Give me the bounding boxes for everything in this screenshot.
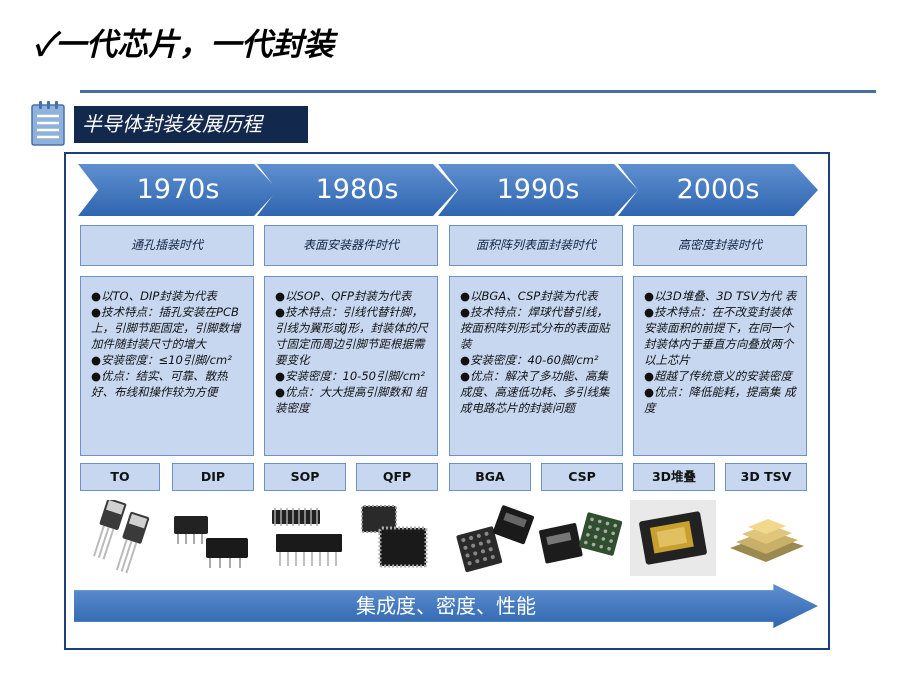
era-label-1990s: 面积阵列表面封装时代 bbox=[449, 225, 623, 266]
tag-qfp: QFP bbox=[356, 463, 438, 491]
tag-sop: SOP bbox=[264, 463, 346, 491]
era-chevron-2000s: 2000s bbox=[618, 164, 818, 216]
era-description-1970s: ●以TO、DIP封装为代表 ●技术特点：插孔安装在PCB上，引脚节距固定，引脚数… bbox=[80, 276, 254, 456]
era-point: ●以TO、DIP封装为代表 bbox=[91, 289, 217, 303]
bga-package-image bbox=[456, 505, 534, 573]
era-description-1990s: ●以BGA、CSP封装为代表 ●技术特点：焊球代替引线，按面积阵列形式分布的表面… bbox=[449, 276, 623, 456]
era-point: ●安装密度：10-50引脚/cm² bbox=[275, 369, 425, 383]
era-point: ●技术特点：插孔安装在PCB上，引脚节距固定，引脚数增加件随封装尺寸的增大 bbox=[91, 305, 241, 351]
era-point: ●以SOP、QFP封装为代表 bbox=[275, 289, 412, 303]
csp-package-image bbox=[539, 512, 622, 564]
sop-package-image bbox=[272, 508, 342, 566]
era-point: ●优点：大大提高引脚数和 组装密度 bbox=[275, 385, 427, 415]
tag-bga: BGA bbox=[449, 463, 531, 491]
3d-stacked-chip-image bbox=[630, 500, 716, 576]
slide-title: ✓一代芯片，一代封装 bbox=[34, 27, 335, 63]
era-point: ●安装密度：≤10引脚/cm² bbox=[91, 353, 232, 367]
era-label-1980s: 表面安装器件时代 bbox=[264, 225, 438, 266]
to-transistor-image bbox=[93, 500, 150, 574]
era-point: ●优点：降低能耗，提高集 成度 bbox=[644, 385, 796, 415]
tag-3d-stack: 3D堆叠 bbox=[633, 463, 715, 491]
qfp-package-image bbox=[361, 505, 428, 568]
era-chevron-1980s: 1980s bbox=[257, 164, 457, 216]
era-description-2000s: ●以3D堆叠、3D TSV为代 表 ●技术特点：在不改变封装体安装面积的前提下，… bbox=[633, 276, 807, 456]
era-chevron-1990s: 1990s bbox=[438, 164, 638, 216]
era-label-2000s: 高密度封装时代 bbox=[633, 225, 807, 266]
progression-arrow: 集成度、密度、性能 bbox=[74, 584, 818, 628]
era-point: ●技术特点：引线代替针脚，引线为翼形或J形，封装体的尺寸固定而周边引脚节距根据需… bbox=[275, 305, 428, 367]
era-point: ●优点：结实、可靠、散热 好、布线和操作较为方便 bbox=[91, 369, 228, 399]
era-point: ●以3D堆叠、3D TSV为代 表 bbox=[644, 289, 797, 303]
era-label-1970s: 通孔插装时代 bbox=[80, 225, 254, 266]
era-point: ●超越了传统意义的安装密度 bbox=[644, 369, 793, 383]
tag-dip: DIP bbox=[172, 463, 254, 491]
era-point: ●技术特点：焊球代替引线，按面积阵列形式分布的表面贴装 bbox=[460, 305, 610, 351]
notepad-icon bbox=[31, 101, 65, 146]
era-chevron-1970s: 1970s bbox=[78, 164, 278, 216]
era-point: ●安装密度：40-60脚/cm² bbox=[460, 353, 599, 367]
era-point: ●优点：解决了多功能、高集成度、高速低功耗、多引线集成电路芯片的封装问题 bbox=[460, 369, 610, 415]
tag-csp: CSP bbox=[541, 463, 623, 491]
era-point: ●以BGA、CSP封装为代表 bbox=[460, 289, 598, 303]
tag-3d-tsv: 3D TSV bbox=[725, 463, 807, 491]
era-point: ●技术特点：在不改变封装体安装面积的前提下，在同一个封装体内于垂直方向叠放两个以… bbox=[644, 305, 794, 367]
era-description-1980s: ●以SOP、QFP封装为代表 ●技术特点：引线代替针脚，引线为翼形或J形，封装体… bbox=[264, 276, 438, 456]
title-divider bbox=[80, 90, 876, 93]
tag-to: TO bbox=[80, 463, 160, 491]
dip-package-image bbox=[174, 516, 248, 568]
3d-tsv-chip-image bbox=[730, 519, 804, 562]
section-header: 半导体封装发展历程 bbox=[74, 106, 308, 143]
